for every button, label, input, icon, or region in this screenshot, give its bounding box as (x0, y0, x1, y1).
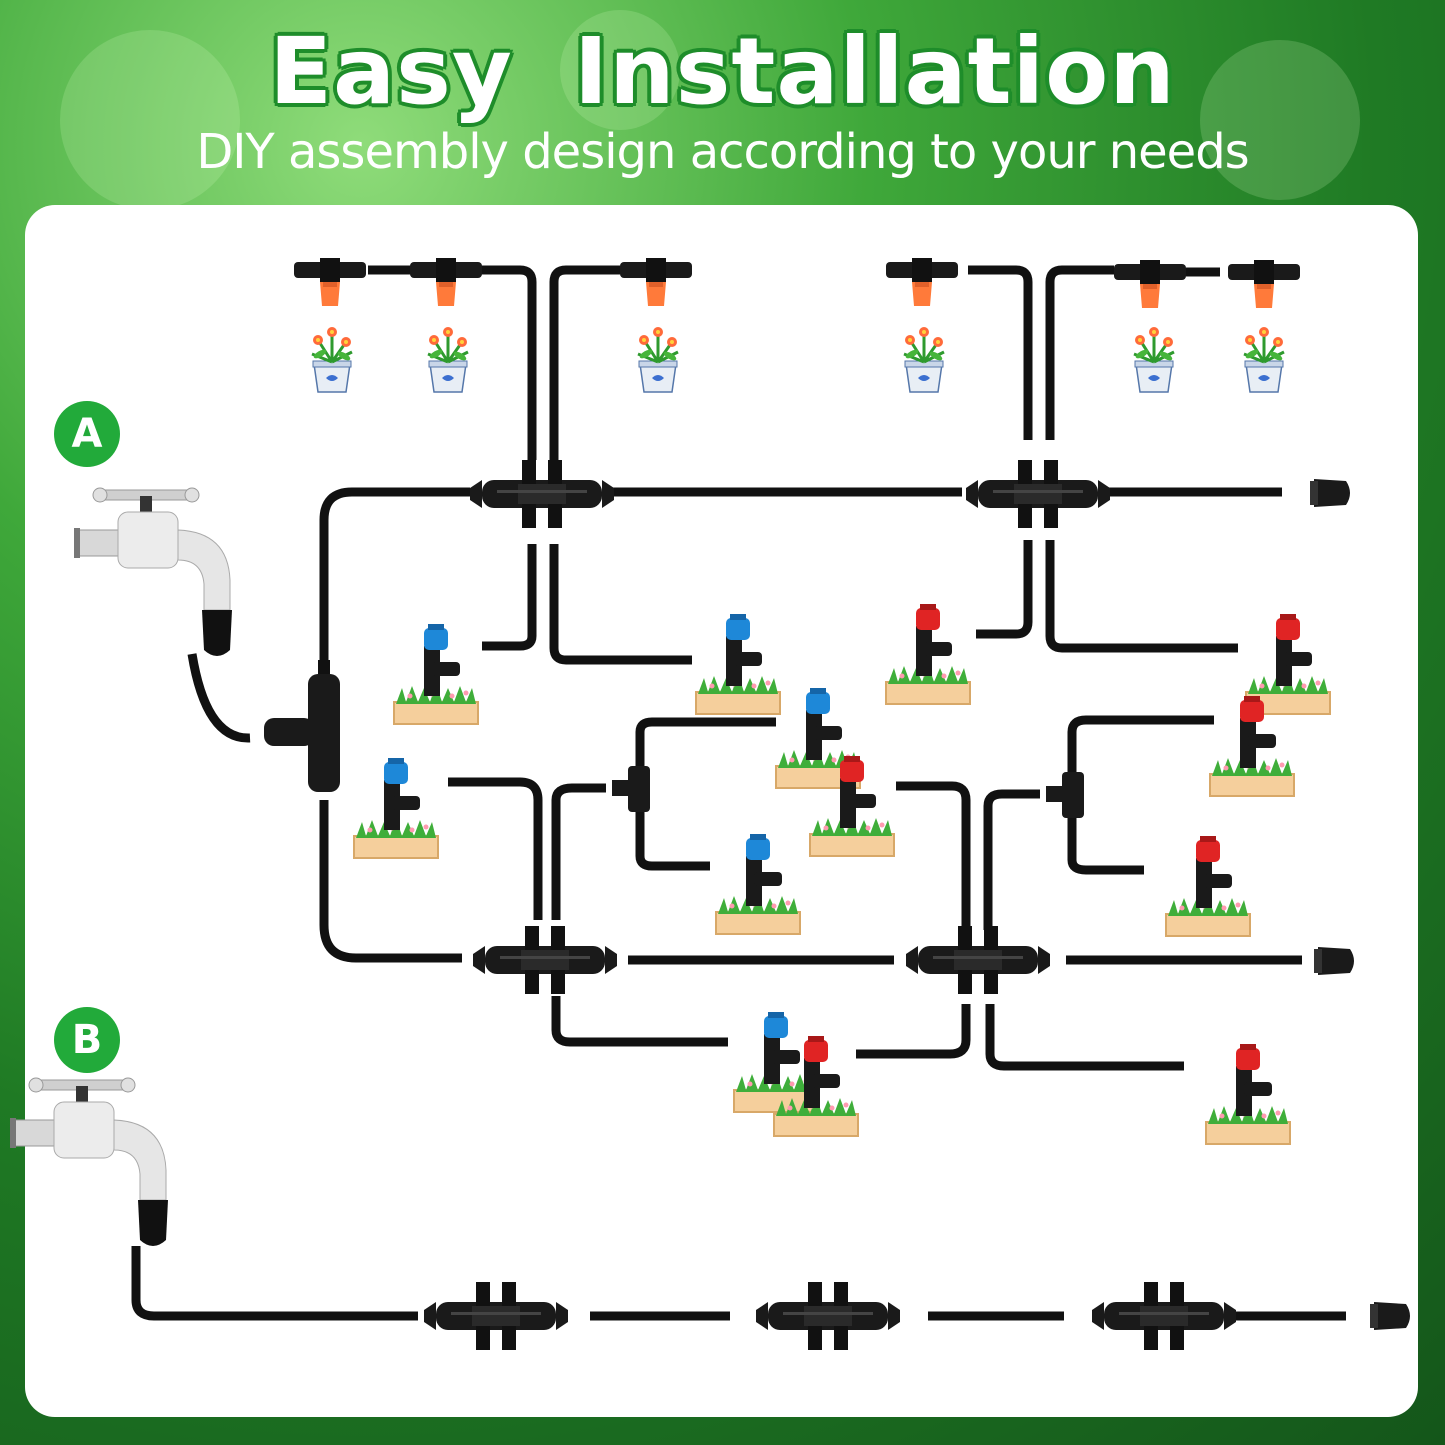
drip-stake-planter-icon (885, 604, 971, 705)
bokeh-circle (1200, 40, 1360, 200)
tee-connector-icon (1046, 772, 1084, 818)
faucet-icon (9, 1077, 169, 1247)
drip-stake-planter-icon (353, 758, 439, 859)
cross-connector-icon (424, 1282, 568, 1350)
mist-nozzle-icon (886, 258, 958, 306)
mist-nozzle-icon (294, 258, 366, 306)
flower-pot-icon (1132, 325, 1176, 394)
mist-nozzle-icon (1228, 260, 1300, 308)
drip-stake-planter-icon (715, 834, 801, 935)
bokeh-circle (60, 30, 240, 210)
flower-pot-icon (902, 325, 946, 394)
cross-connector-icon (470, 460, 614, 528)
cross-connector-icon (906, 926, 1050, 994)
tubing-network-b (131, 1246, 1346, 1321)
cross-connector-icon (1092, 1282, 1236, 1350)
label-a-badge: A (54, 401, 120, 467)
end-plug-icon (1314, 947, 1354, 975)
mist-nozzle-icon (410, 258, 482, 306)
label-b-badge: B (54, 1007, 120, 1073)
cross-connector-icon (966, 460, 1110, 528)
bokeh-circle (560, 10, 680, 130)
tubing-network-a (187, 265, 1302, 1071)
drip-stake-planter-icon (393, 624, 479, 725)
flower-pot-icon (426, 325, 470, 394)
drip-stake-planter-icon (1205, 1044, 1291, 1145)
page-subtitle: DIY assembly design according to your ne… (196, 124, 1249, 180)
diagram-panel (25, 205, 1418, 1417)
flower-pot-icon (310, 325, 354, 394)
tee-connector-icon (264, 660, 340, 792)
end-plug-icon (1370, 1302, 1410, 1330)
mist-nozzle-icon (1114, 260, 1186, 308)
cross-connector-icon (756, 1282, 900, 1350)
end-plug-icon (1310, 479, 1350, 507)
faucet-icon (73, 487, 233, 657)
cross-connector-icon (473, 926, 617, 994)
flower-pot-icon (1242, 325, 1286, 394)
tee-connector-icon (612, 766, 650, 812)
page-title: Easy Installation (269, 18, 1176, 125)
drip-stake-planter-icon (1165, 836, 1251, 937)
flower-pot-icon (636, 325, 680, 394)
drip-stake-planter-icon (695, 614, 781, 715)
mist-nozzle-icon (620, 258, 692, 306)
